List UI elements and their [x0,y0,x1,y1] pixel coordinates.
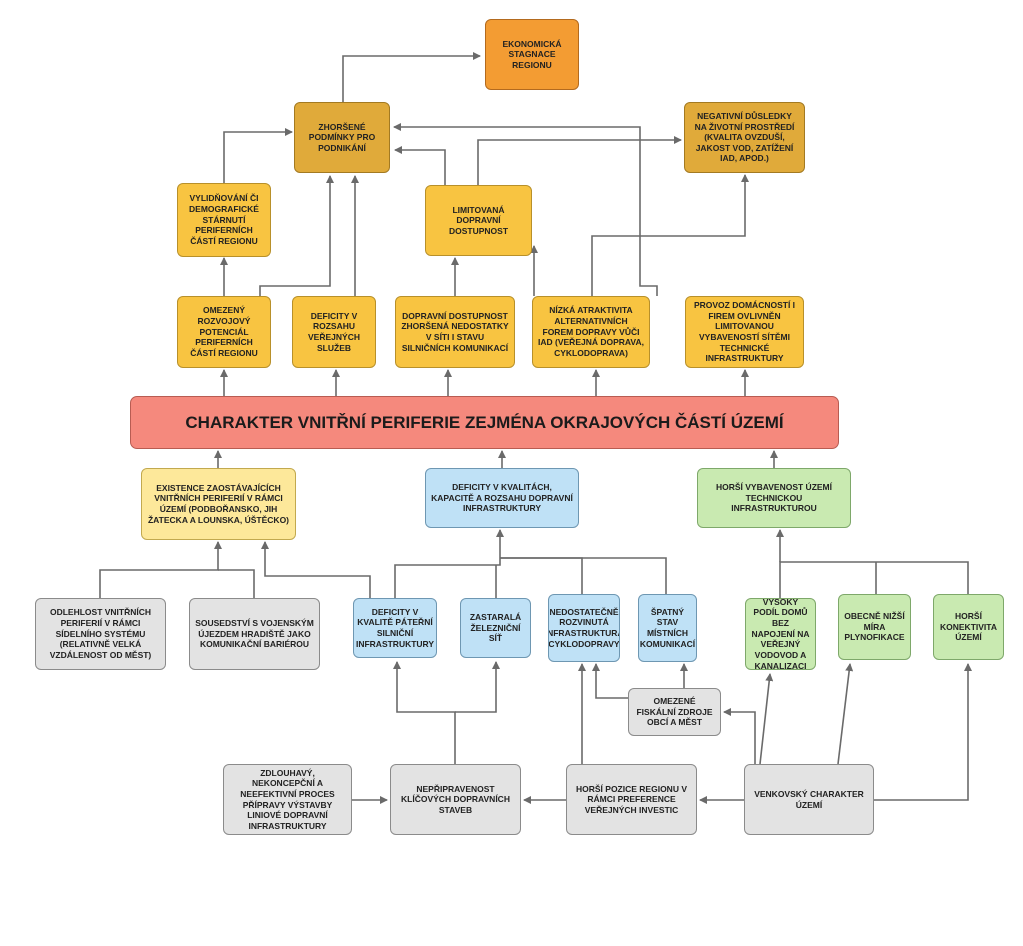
connector [393,661,456,764]
node-existence-periferii: EXISTENCE ZAOSTÁVAJÍCÍCH VNITŘNÍCH PERIF… [141,468,296,540]
connector [394,529,504,598]
node-deficity-infrastruktury: DEFICITY V KVALITÁCH, KAPACITĚ A ROZSAHU… [425,468,579,528]
connector [223,128,293,183]
connector [500,557,583,594]
node-vysoky-podil: VYSOKÝ PODÍL DOMŮ BEZ NAPOJENÍ NA VEŘEJN… [745,598,816,670]
connector [393,123,658,296]
node-deficity-patetni: DEFICITY V KVALITĚ PÁTEŘNÍ SILNIČNÍ INFR… [353,598,437,658]
connector [837,663,854,765]
connector [759,673,774,765]
node-ekonomicka-stagnace: EKONOMICKÁ STAGNACE REGIONU [485,19,579,90]
connector [591,174,749,296]
connector [477,136,682,185]
node-charakter-periferie: CHARAKTER VNITŘNÍ PERIFERIE ZEJMÉNA OKRA… [130,396,839,449]
node-nepripravenost: NEPŘIPRAVENOST KLÍČOVÝCH DOPRAVNÍCH STAV… [390,764,521,835]
connector [874,663,972,801]
node-dopravni-dostupnost: DOPRAVNÍ DOSTUPNOST ZHORŠENÁ NEDOSTATKY … [395,296,515,368]
connector [394,146,446,185]
node-provoz-domacnosti: PROVOZ DOMÁCNOSTÍ I FIREM OVLIVNĚN LIMIT… [685,296,804,368]
node-zdlouhavy-proces: ZDLOUHAVÝ, NEKONCEPČNÍ A NEEFEKTIVNÍ PRO… [223,764,352,835]
connector [342,52,481,102]
node-horsi-vybavenost: HORŠÍ VYBAVENOST ÚZEMÍ TECHNICKOU INFRAS… [697,468,851,528]
connector [592,663,628,699]
node-odlehlost: ODLEHLOST VNITŘNÍCH PERIFERIÍ V RÁMCI SÍ… [35,598,166,670]
node-negativni-dusledky: NEGATIVNÍ DŮSLEDKY NA ŽIVOTNÍ PROSTŘEDÍ … [684,102,805,173]
node-zhorsene-podminky: ZHORŠENÉ PODMÍNKY PRO PODNIKÁNÍ [294,102,390,173]
node-fiskalni-zdroje: OMEZENÉ FISKÁLNÍ ZDROJE OBCÍ A MĚST [628,688,721,736]
connector [261,541,371,598]
node-venkovsky-charakter: VENKOVSKÝ CHARAKTER ÚZEMÍ [744,764,874,835]
connector [259,175,334,296]
node-cyklodoprava: NEDOSTATEČNĚ ROZVINUTÁ INFRASTRUKTURA CY… [548,594,620,662]
node-konektivita: HORŠÍ KONEKTIVITA ÚZEMÍ [933,594,1004,660]
connector [500,557,667,594]
node-sousedstvi: SOUSEDSTVÍ S VOJENSKÝM ÚJEZDEM HRADIŠTĚ … [189,598,320,670]
node-nizka-atraktivita: NÍZKÁ ATRAKTIVITA ALTERNATIVNÍCH FOREM D… [532,296,650,368]
node-spatny-stav: ŠPATNÝ STAV MÍSTNÍCH KOMUNIKACÍ [638,594,697,662]
node-deficity-sluzeb: DEFICITY V ROZSAHU VEŘEJNÝCH SLUŽEB [292,296,376,368]
connector [99,541,222,598]
node-vylidnovani: VYLIDŇOVÁNÍ ČI DEMOGRAFICKÉ STÁRNUTÍ PER… [177,183,271,257]
connector [218,569,255,598]
connector [723,708,756,764]
node-zastarala-sit: ZASTARALÁ ŽELEZNIČNÍ SÍŤ [460,598,531,658]
node-plynofikace: OBECNĚ NIŽŠÍ MÍRA PLYNOFIKACE [838,594,911,660]
node-omezeny-potencial: OMEZENÝ ROZVOJOVÝ POTENCIÁL PERIFERNÍCH … [177,296,271,368]
node-limitovana-dostupnost: LIMITOVANÁ DOPRAVNÍ DOSTUPNOST [425,185,532,256]
connector [779,561,969,598]
connector [455,661,500,713]
node-horsi-pozice: HORŠÍ POZICE REGIONU V RÁMCI PREFERENCE … [566,764,697,835]
